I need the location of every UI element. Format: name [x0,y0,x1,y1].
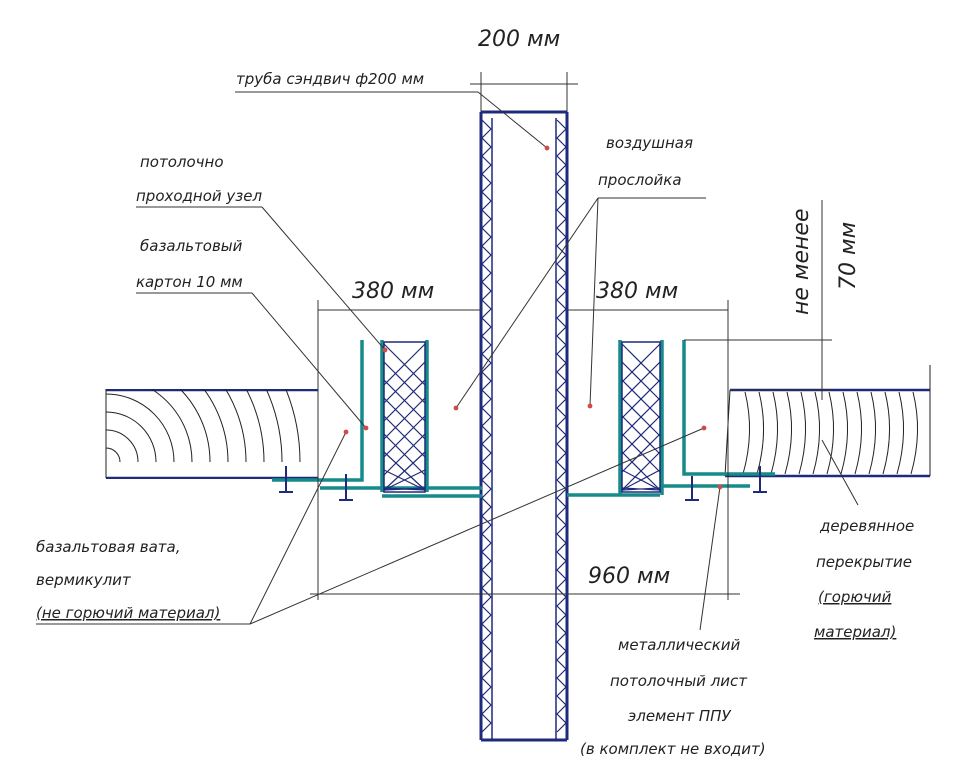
basalt-hatch-left [383,487,426,491]
right-insulation-box [567,340,775,501]
wood-grain-line [854,391,862,475]
wood-grain-left [90,250,478,539]
wood-grain-line [840,391,848,475]
basalt-wool-label-1: базальтовая вата, [36,538,181,556]
wood-grain-ring [105,429,139,463]
metal-sheet-label-1: металлический [618,636,741,654]
wood-floor-label-2: перекрытие [816,553,912,571]
wood-grain-ring [105,393,175,463]
wood-grain-line [798,391,806,475]
wood-floor-label-1: деревянное [819,517,914,535]
metal-sheet-label-3: элемент ППУ [628,707,731,725]
wood-grain-line [812,391,820,475]
marker-dots [343,145,723,490]
wood-ceiling-right [724,365,931,478]
left-width-dimension: 380 мм [352,279,434,304]
wood-grain-line [910,391,918,475]
dimension-lines [310,72,832,600]
wood-grain-ring [105,447,121,463]
basalt-hatch-left [383,415,426,458]
wood-ceiling-left [90,250,478,539]
wood-grain-line [896,391,904,475]
basalt-hatch-right [621,415,661,455]
wood-grain-right [742,391,918,475]
sandwich-pipe [479,110,569,742]
basalt-hatch-left [383,433,426,476]
wood-grain-ring [105,411,157,463]
grain-mask [318,380,478,490]
grain-mask [90,479,330,539]
basalt-hatch-right [621,397,661,437]
wood-grain-line [756,391,764,475]
left-insulation-box [272,340,482,501]
basalt-hatch-left [383,451,426,491]
air-gap-label-1: воздушная [606,134,693,152]
wood-grain-line [868,391,876,475]
pipe-label: труба сэндвич ф200 мм [236,70,424,88]
basalt-hatch-left [383,469,426,491]
basalt-hatch-right [621,469,661,491]
pipe-zigzag-right [556,119,567,733]
basalt-wool-label-2: вермикулит [36,571,132,589]
basalt-hatch-left [383,343,426,386]
basalt-card-label-1: базальтовый [140,237,243,255]
leader-lines [36,91,859,631]
basalt-card-left [383,343,426,491]
basalt-hatch-right [621,487,661,491]
air-gap-label-2: прослойка [598,171,682,189]
pipe-zigzag-left [481,119,492,733]
wood-grain-line [770,391,778,475]
basalt-hatch-left [383,379,426,422]
min-height-label-1: не менее [789,209,814,316]
basalt-hatch-right [621,451,661,491]
grain-mask [90,250,330,389]
wood-grain-line [742,391,750,475]
wood-grain-line [784,391,792,475]
basalt-hatch-right [621,433,661,473]
wood-grain-line [826,391,834,475]
basalt-hatch-left [383,397,426,440]
basalt-card-label-2: картон 10 мм [136,273,243,291]
ceiling-node-label-1: потолочно [140,153,224,171]
wood-floor-label-3: (горючий [818,588,892,606]
total-width-dimension: 960 мм [588,564,670,589]
basalt-hatch-right [621,361,661,401]
basalt-card-right [621,343,661,491]
basalt-hatch-left [383,361,426,404]
metal-sheet-label-2: потолочный лист [610,672,748,690]
wood-floor-label-4: материал) [814,623,896,641]
pipe-width-dimension: 200 мм [478,27,560,52]
min-height-label-2: 70 мм [836,222,861,290]
wood-grain-line [882,391,890,475]
metal-sheet-label-4: (в комплект не входит) [580,740,766,758]
basalt-hatch-right [621,379,661,419]
right-width-dimension: 380 мм [596,279,678,304]
basalt-wool-label-3: (не горючий материал) [36,604,220,622]
pipe-insulation-right [556,119,567,733]
basalt-hatch-right [621,343,661,383]
ceiling-node-label-2: проходной узел [136,187,263,205]
pipe-insulation-left [481,119,492,733]
